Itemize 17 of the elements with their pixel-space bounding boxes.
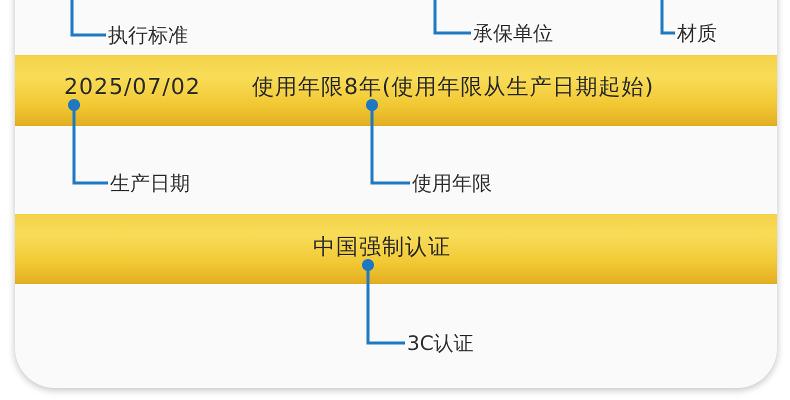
leader-line	[70, 0, 106, 36]
printed-text: 使用年限8年(使用年限从生产日期起始)	[252, 75, 654, 101]
callout-label: 执行标准	[108, 23, 188, 47]
callout-label: 承保单位	[473, 21, 553, 45]
leader-line	[362, 259, 405, 344]
leader-line	[434, 0, 471, 34]
printed-date: 2025/07/02	[64, 75, 201, 101]
callout-label: 使用年限	[412, 171, 492, 195]
printed-text: 中国强制认证	[313, 235, 451, 261]
callout-label: 生产日期	[110, 171, 190, 195]
callout-label: 3C认证	[407, 331, 474, 355]
callout-label: 材质	[677, 21, 717, 45]
hose-band	[15, 214, 777, 284]
leader-line	[660, 0, 675, 34]
hose-band	[15, 55, 777, 126]
leader-line	[68, 99, 108, 184]
leader-line	[366, 99, 410, 184]
